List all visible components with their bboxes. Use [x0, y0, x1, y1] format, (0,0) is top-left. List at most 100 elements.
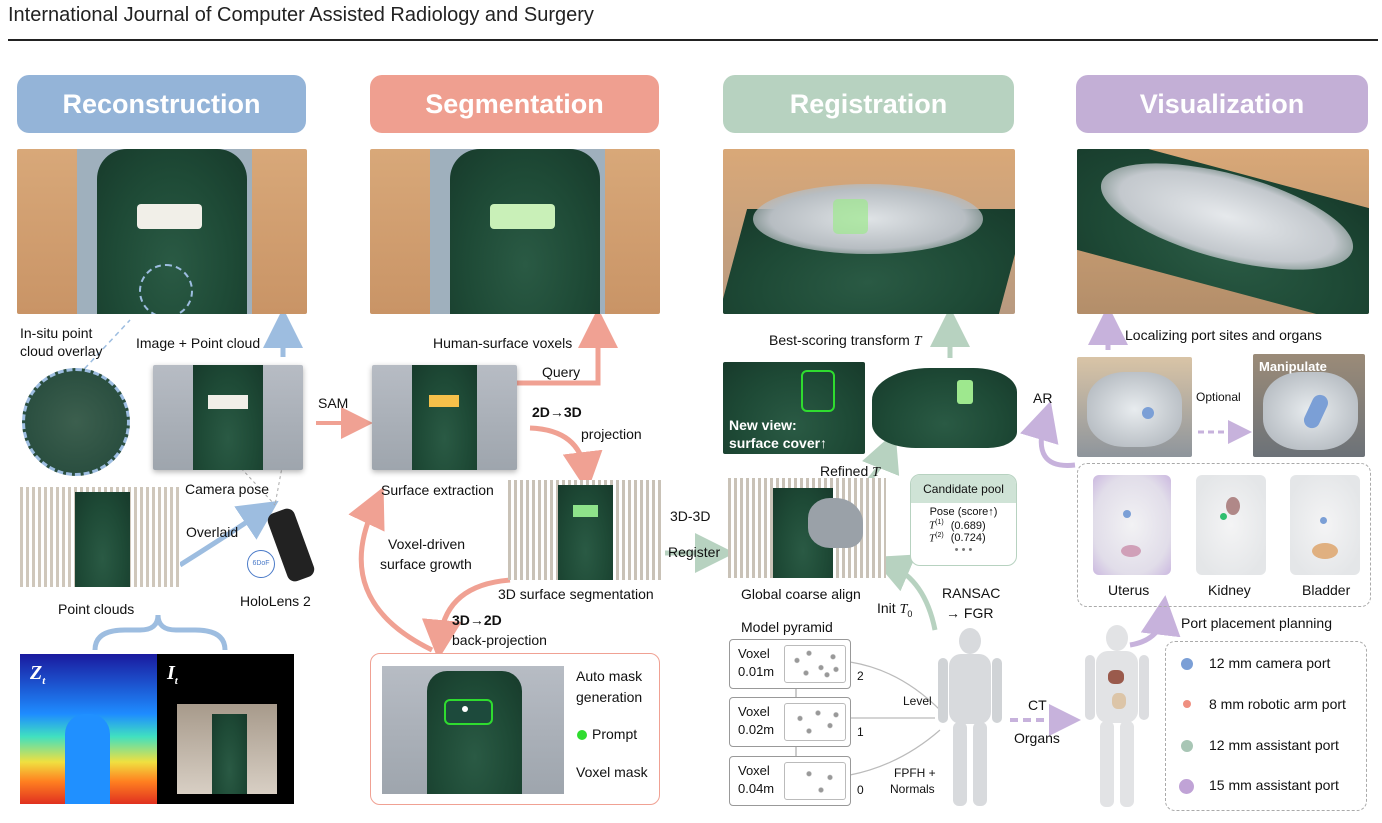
- registration-photo: [723, 149, 1015, 314]
- legend-label-camera-port: 12 mm camera port: [1209, 655, 1331, 671]
- organ-label-kidney: Kidney: [1208, 582, 1251, 598]
- t2-sup: (2): [935, 531, 944, 539]
- ar-view-photo: [1077, 357, 1192, 457]
- new-view-text-1: New view:: [729, 417, 797, 433]
- voxel-driven-label-1: Voxel-driven: [388, 536, 466, 552]
- voxel-level-1: 1: [857, 725, 864, 739]
- prompt-dot: [577, 730, 587, 740]
- t2-score: (0.724): [950, 532, 986, 545]
- proj-3d2d-label: 3D→2D: [452, 612, 502, 628]
- segmentation-photo: [370, 149, 660, 314]
- t1-score: (0.689): [950, 519, 986, 532]
- insitu-label-1: In-situ point: [20, 325, 93, 341]
- new-view-image: New view: surface cover↑: [723, 362, 865, 454]
- legend-label-15mm-assistant-port: 15 mm assistant port: [1209, 777, 1339, 793]
- auto-mask-label-1: Auto mask: [576, 668, 643, 684]
- camera-frame-photo: [153, 365, 303, 470]
- intensity-sub: t: [174, 675, 178, 687]
- voxel-level-2: 0: [857, 783, 864, 797]
- surface-seg-label: 3D surface segmentation: [498, 586, 654, 602]
- register-label-1: 3D-3D: [670, 508, 711, 524]
- query-label: Query: [542, 364, 581, 380]
- organs-label: Organs: [1014, 730, 1060, 746]
- header-reconstruction: Reconstruction: [17, 75, 306, 133]
- header-segmentation: Segmentation: [370, 75, 659, 133]
- init-sub: 0: [907, 608, 913, 619]
- overlaid-label: Overlaid: [186, 524, 239, 540]
- t1: T: [929, 519, 936, 532]
- human-surface-voxels-label: Human-surface voxels: [433, 335, 573, 351]
- depth-map: Zt: [20, 654, 157, 804]
- organ-bladder-image: [1290, 475, 1360, 575]
- arrow-surface-growth: [348, 486, 434, 653]
- insitu-zoom-circle: [22, 368, 130, 476]
- projection-label: projection: [581, 426, 642, 442]
- arrow-ar-curve: [1020, 400, 1076, 468]
- fpfh-label-2: Normals: [890, 782, 935, 796]
- voxel-box-0: Voxel 0.01m: [729, 639, 851, 689]
- auto-mask-label-2: generation: [576, 689, 643, 705]
- init-T: T: [899, 602, 908, 617]
- voxel-level-0: 2: [857, 669, 864, 683]
- voxel-driven-label-2: surface growth: [380, 556, 472, 572]
- point-cloud-image: [20, 487, 180, 587]
- voxel-box-2: Voxel 0.04m: [729, 756, 851, 806]
- legend-label-robotic-arm-port: 8 mm robotic arm port: [1209, 696, 1346, 712]
- arrow-3d2d: [421, 577, 511, 660]
- point-clouds-label: Point clouds: [58, 601, 135, 617]
- organ-panel: [1077, 463, 1371, 607]
- voxel-mask-label: Voxel mask: [576, 764, 648, 780]
- intensity-label: I: [167, 662, 175, 684]
- voxel-size-2: 0.04m: [738, 781, 775, 796]
- brace-point-clouds: [92, 614, 228, 651]
- depth-sub: t: [42, 675, 46, 687]
- t2: T: [929, 532, 936, 545]
- legend-dot-15mm-assistant-port: [1179, 779, 1194, 794]
- surface-extraction-label: Surface extraction: [381, 482, 494, 498]
- level-label: Level: [903, 694, 932, 708]
- register-label-2: Register: [668, 544, 721, 560]
- organ-uterus-image: [1093, 475, 1171, 575]
- port-legend-box: [1165, 641, 1367, 811]
- depth-label: Z: [30, 662, 43, 684]
- init-label: Init T0: [877, 600, 912, 620]
- refined-text: Refined: [820, 463, 869, 479]
- intensity-image: It: [157, 654, 294, 804]
- ar-label: AR: [1033, 390, 1053, 406]
- pose-header: Pose (score↑): [929, 506, 998, 518]
- surface-extraction-photo: [372, 365, 517, 470]
- arrow-query: [515, 308, 618, 386]
- manipulate-photo: Manipulate: [1253, 354, 1365, 457]
- candidate-pool-box: Candidate pool Pose (score↑) T(1) (0.689…: [910, 474, 1017, 566]
- voxel-name-1: Voxel: [738, 704, 770, 719]
- header-rule: [8, 39, 1378, 41]
- journal-title: International Journal of Computer Assist…: [8, 4, 594, 26]
- image-point-cloud-label: Image + Point cloud: [136, 335, 261, 351]
- arrow-overlaid: [178, 500, 279, 568]
- init-text: Init: [877, 600, 896, 616]
- organ-kidney-image: [1196, 475, 1266, 575]
- ransac-label-2: → FGR: [946, 605, 994, 621]
- insitu-label-2: cloud overlay: [20, 343, 103, 359]
- arrow-port-planning: [1129, 595, 1181, 648]
- organ-label-bladder: Bladder: [1302, 582, 1351, 598]
- model-pyramid-label: Model pyramid: [741, 619, 833, 635]
- best-scoring-text: Best-scoring transform: [769, 332, 910, 348]
- ransac-label-1: RANSAC: [942, 585, 1001, 601]
- voxel-size-0: 0.01m: [738, 664, 775, 679]
- port-planning-label: Port placement planning: [1181, 615, 1332, 631]
- candidate-ellipsis: • • •: [954, 544, 973, 557]
- fpfh-label-1: FPFH +: [894, 766, 936, 780]
- legend-dot-camera-port: [1181, 658, 1193, 670]
- header-registration: Registration: [723, 75, 1014, 133]
- candidate-pool-title: Candidate pool: [911, 475, 1016, 503]
- legend-label-12mm-assistant-port: 12 mm assistant port: [1209, 737, 1339, 753]
- surface-seg-image: [508, 480, 663, 580]
- mask-photo: [382, 666, 564, 794]
- refined-label: Refined T: [820, 463, 880, 482]
- proj-2d3d-label: 2D→3D: [532, 404, 582, 420]
- global-align-label: Global coarse align: [741, 586, 861, 602]
- ct-label: CT: [1028, 697, 1047, 713]
- level-lines: [849, 661, 941, 776]
- hololens-icon: 6DoF: [245, 505, 320, 585]
